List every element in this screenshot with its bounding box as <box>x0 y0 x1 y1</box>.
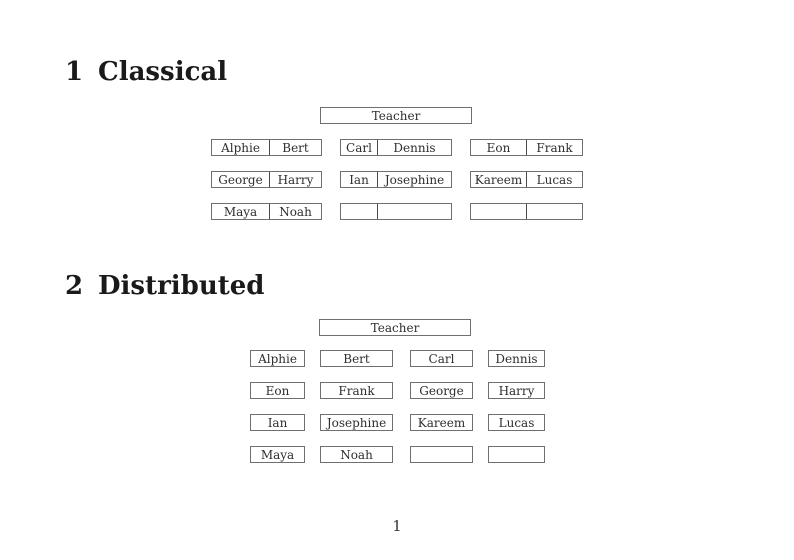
seat: Frank <box>320 382 393 399</box>
seat <box>410 446 473 463</box>
seat: George <box>410 382 473 399</box>
seat: Lucas <box>536 172 573 187</box>
desk: George Harry <box>211 171 322 188</box>
seat: Frank <box>536 140 573 155</box>
seat: Noah <box>320 446 393 463</box>
desk: Eon Frank <box>470 139 583 156</box>
seat <box>378 204 451 219</box>
seat <box>471 204 527 219</box>
desk-row: Eon Frank George Harry <box>250 382 545 399</box>
teacher-label: Teacher <box>370 320 420 335</box>
teacher-box: Teacher <box>319 319 471 336</box>
seat <box>488 446 545 463</box>
desk-row: Ian Josephine Kareem Lucas <box>250 414 545 431</box>
seat: Maya <box>250 446 305 463</box>
desk: Alphie Bert <box>211 139 322 156</box>
section-heading-classical: 1 Classical <box>65 59 227 85</box>
desk-row: George Harry Ian Josephine Kareem Lucas <box>211 171 583 188</box>
seat: Kareem <box>471 172 527 187</box>
teacher-box: Teacher <box>320 107 472 124</box>
seat: Noah <box>279 204 312 219</box>
section-number: 2 <box>65 271 84 301</box>
seat <box>527 204 582 219</box>
desk-row: Alphie Bert Carl Dennis <box>250 350 545 367</box>
seat: Harry <box>488 382 545 399</box>
seat: Kareem <box>410 414 473 431</box>
seat: Bert <box>320 350 393 367</box>
seat: Alphie <box>250 350 305 367</box>
seat: Eon <box>250 382 305 399</box>
seat: Eon <box>471 140 527 155</box>
desk: Maya Noah <box>211 203 322 220</box>
section-title: Classical <box>98 57 228 87</box>
desk-row: Maya Noah <box>211 203 583 220</box>
seat: Ian <box>341 172 378 187</box>
desk-row: Alphie Bert Carl Dennis Eon Frank <box>211 139 583 156</box>
desk-row: Maya Noah <box>250 446 545 463</box>
seat: Josephine <box>320 414 393 431</box>
seat: Harry <box>277 172 314 187</box>
seat <box>341 204 378 219</box>
desk <box>340 203 452 220</box>
desk <box>470 203 583 220</box>
seat: Josephine <box>384 172 445 187</box>
section-title: Distributed <box>98 271 265 301</box>
page-number: 1 <box>392 517 402 535</box>
desk: Carl Dennis <box>340 139 452 156</box>
seat: Lucas <box>488 414 545 431</box>
seat: George <box>212 172 270 187</box>
seat: Alphie <box>212 140 270 155</box>
section-heading-distributed: 2 Distributed <box>65 273 264 299</box>
seat: Bert <box>282 140 309 155</box>
section-number: 1 <box>65 57 84 87</box>
desk: Kareem Lucas <box>470 171 583 188</box>
teacher-label: Teacher <box>371 108 421 123</box>
seat: Carl <box>341 140 378 155</box>
seat: Carl <box>410 350 473 367</box>
desk: Ian Josephine <box>340 171 452 188</box>
seat: Dennis <box>393 140 436 155</box>
seat: Ian <box>250 414 305 431</box>
seat: Dennis <box>488 350 545 367</box>
seat: Maya <box>212 204 270 219</box>
